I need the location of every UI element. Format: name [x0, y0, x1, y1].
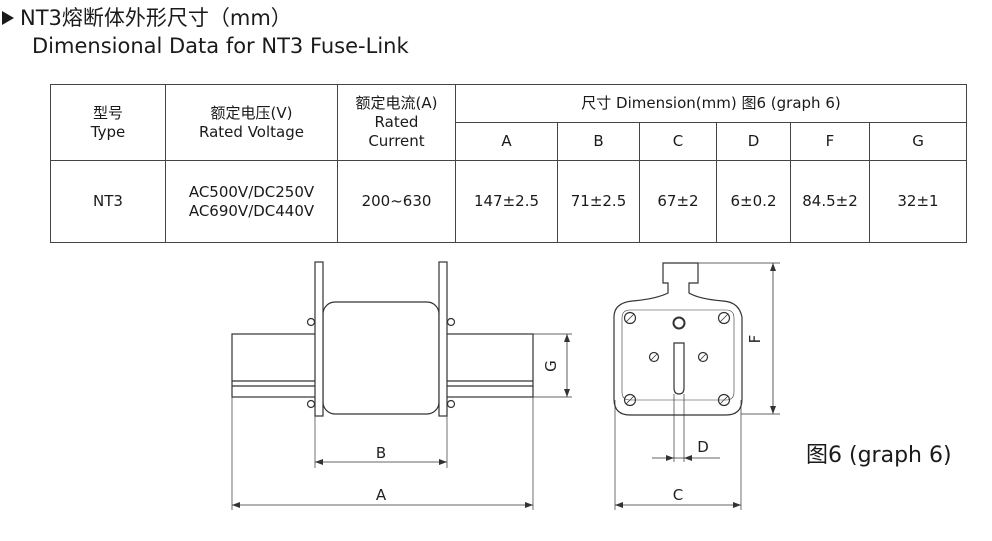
fuse-link-drawing: B A C D F G: [231, 261, 780, 510]
fuse-side-view: [231, 261, 572, 510]
cell-d: 6±0.2: [716, 160, 791, 243]
header-col-d: D: [716, 122, 791, 161]
dimension-table: 型号 Type 额定电压(V) Rated Voltage 额定电流(A) Ra…: [50, 84, 967, 243]
header-type: 型号 Type: [50, 84, 166, 161]
cell-current: 200~630: [337, 160, 456, 243]
cell-type: NT3: [50, 160, 166, 243]
dim-label-f: F: [746, 335, 764, 344]
dim-label-a: A: [376, 486, 387, 504]
header-col-f: F: [790, 122, 870, 161]
header-col-c: C: [639, 122, 717, 161]
cell-c: 67±2: [639, 160, 717, 243]
header-col-b: B: [557, 122, 640, 161]
dim-label-b: B: [376, 444, 386, 462]
dim-label-d: D: [697, 438, 709, 456]
header-col-g: G: [869, 122, 967, 161]
dim-label-c: C: [673, 486, 683, 504]
header-current: 额定电流(A) Rated Current: [337, 84, 456, 161]
figure-caption: 图6 (graph 6): [806, 443, 952, 468]
cell-b: 71±2.5: [557, 160, 640, 243]
header-voltage: 额定电压(V) Rated Voltage: [165, 84, 338, 161]
title-en: Dimensional Data for NT3 Fuse-Link: [32, 34, 409, 58]
section-heading: NT3熔断体外形尺寸（mm） Dimensional Data for NT3 …: [2, 4, 409, 60]
header-col-a: A: [455, 122, 558, 161]
title-cn: NT3熔断体外形尺寸（mm）: [20, 6, 292, 30]
triangle-bullet-icon: [2, 11, 14, 25]
header-dimension: 尺寸 Dimension(mm) 图6 (graph 6): [455, 84, 967, 123]
cell-f: 84.5±2: [790, 160, 870, 243]
cell-voltage: AC500V/DC250V AC690V/DC440V: [165, 160, 338, 243]
cell-a: 147±2.5: [455, 160, 558, 243]
dim-label-g: G: [542, 360, 560, 372]
cell-g: 32±1: [869, 160, 967, 243]
fuse-front-view: [613, 262, 780, 510]
